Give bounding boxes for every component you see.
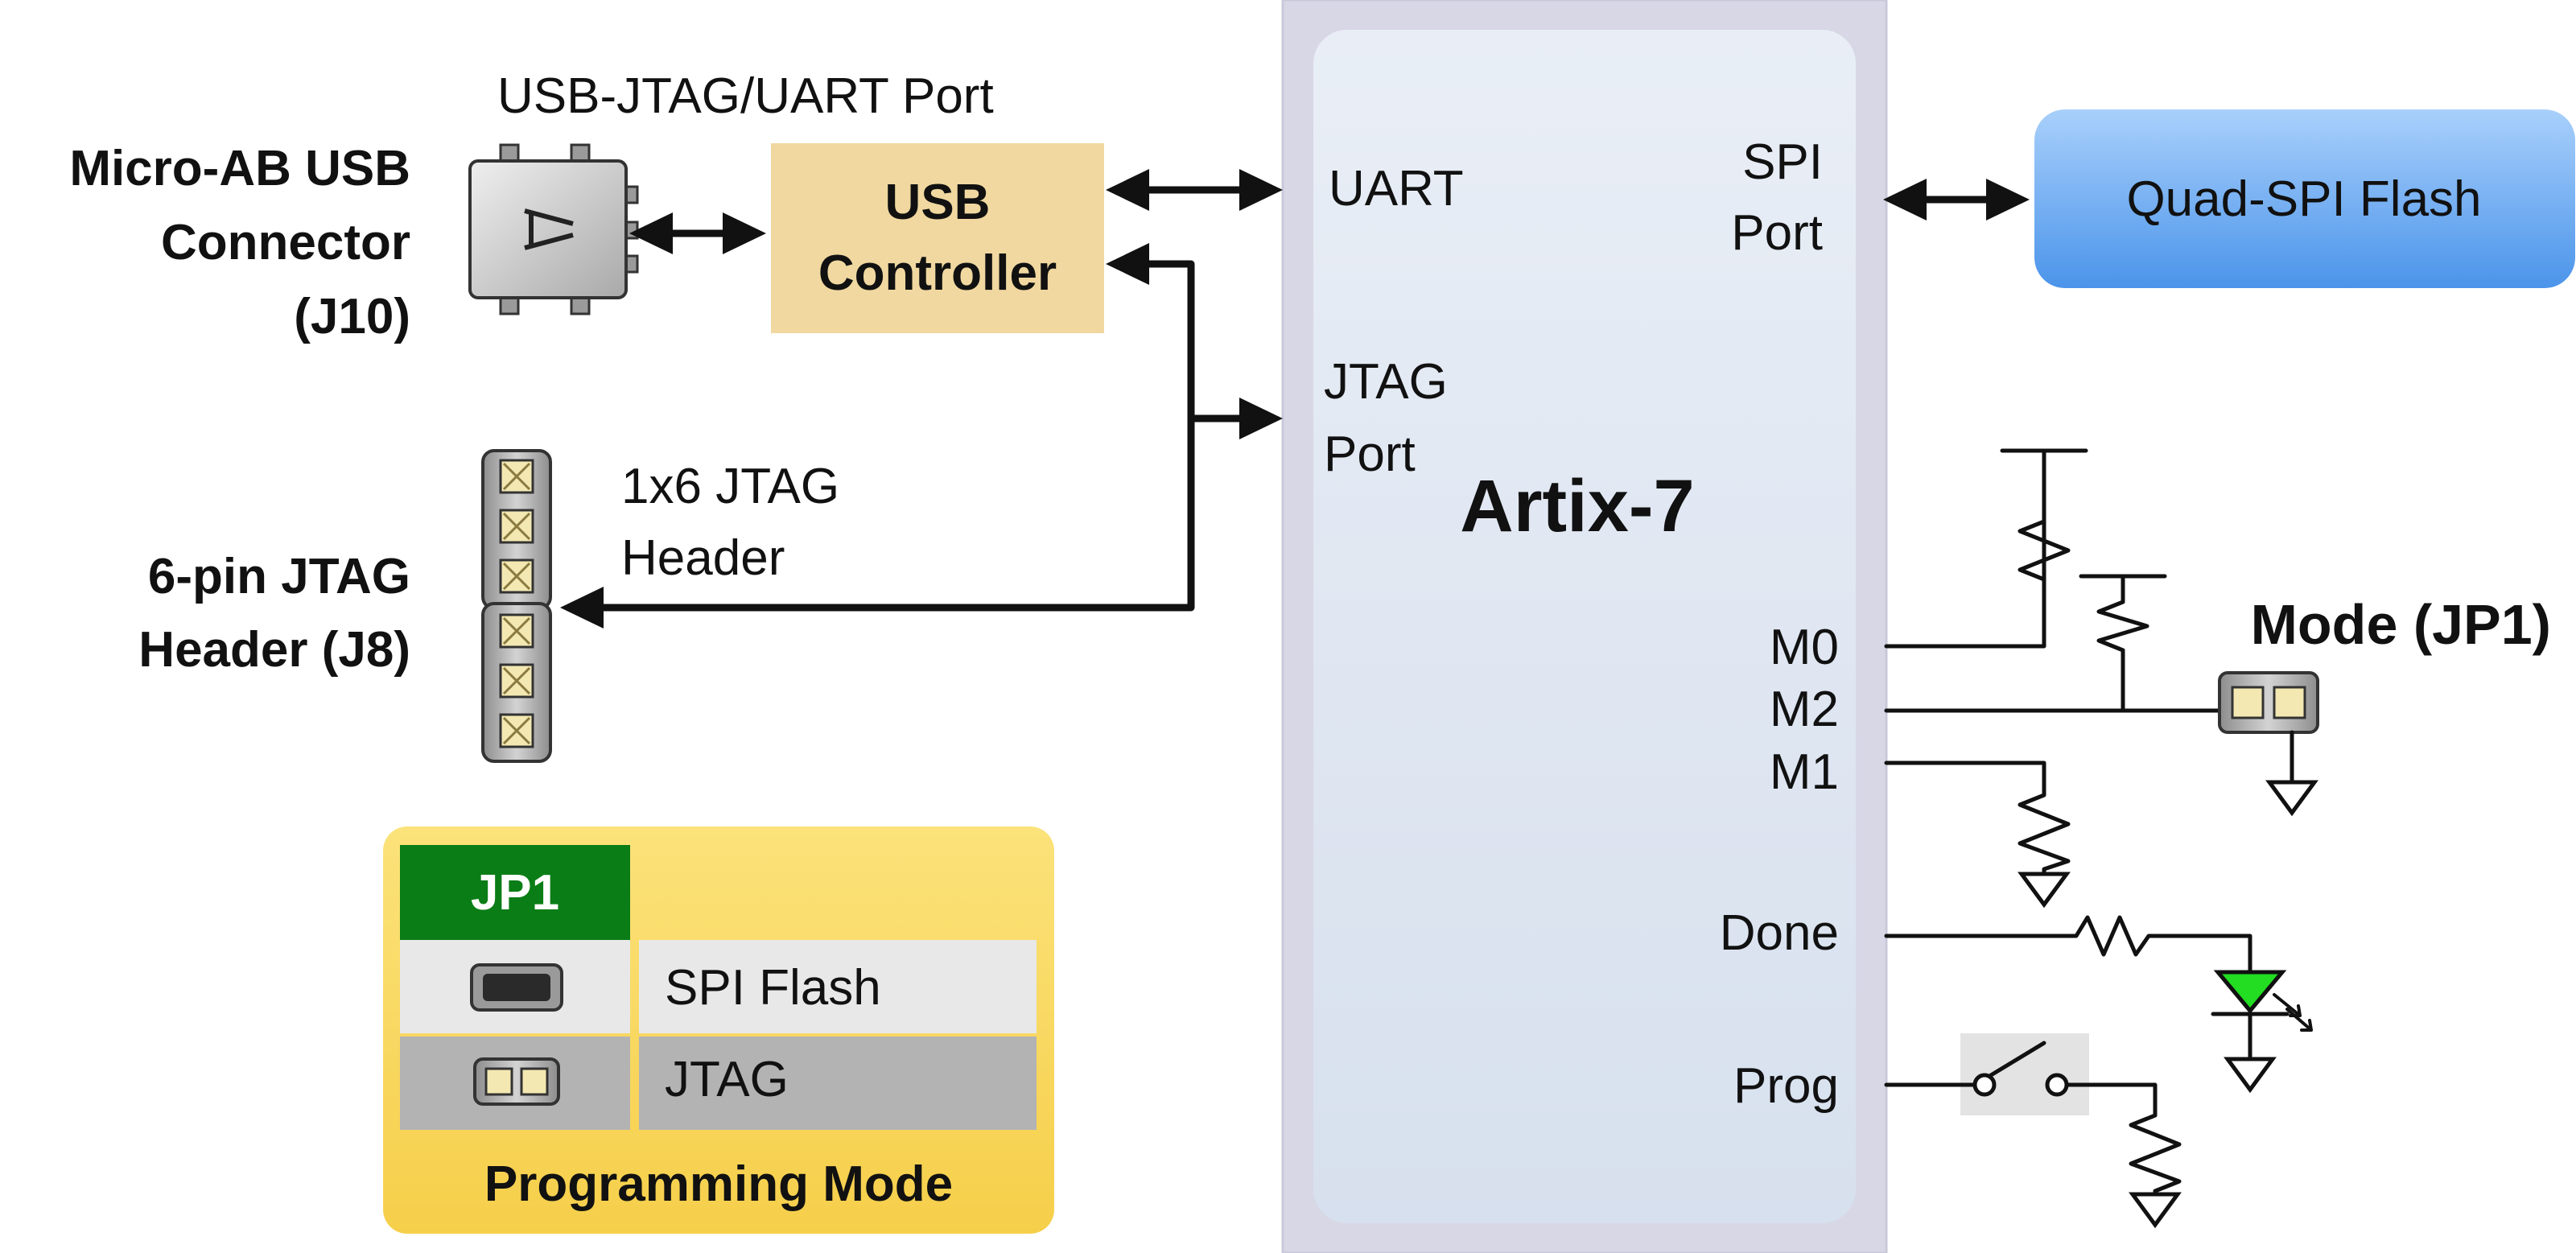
table-title: Programming Mode	[484, 1156, 953, 1212]
spi-port-label-2: Port	[1731, 205, 1823, 261]
micro-usb-connector-icon	[468, 143, 639, 315]
prog-button-circuit	[1884, 1033, 2182, 1229]
jtag-port-label-1: JTAG	[1324, 354, 1448, 410]
fpga-inner	[1313, 30, 1856, 1223]
flash-label: Quad-SPI Flash	[2126, 171, 2481, 227]
table-row-spi-flash-label: SPI Flash	[665, 960, 881, 1016]
jtag-port-label-2: Port	[1324, 427, 1416, 482]
micro-usb-label-2: Connector	[161, 215, 410, 270]
jtag-header-label: 6-pin JTAG Header (J8)	[138, 549, 410, 678]
six-pin-header-icon	[481, 449, 552, 763]
quad-spi-flash-box: Quad-SPI Flash	[2034, 109, 2575, 288]
usb-to-controller-arrow	[629, 212, 766, 254]
mode-pin-circuit	[1884, 448, 2319, 909]
pin-prog-label: Prog	[1733, 1058, 1839, 1114]
usb-controller-label-2: Controller	[818, 245, 1057, 301]
uart-label: UART	[1329, 161, 1464, 216]
header-1x6-label-2: Header	[621, 530, 785, 586]
micro-usb-label: Micro-AB USB Connector (J10)	[69, 141, 410, 344]
pin-m2-label: M2	[1770, 682, 1839, 737]
micro-usb-label-1: Micro-AB USB	[69, 141, 410, 196]
jtag-header-label-1: 6-pin JTAG	[148, 549, 410, 604]
jtag-header-label-2: Header (J8)	[138, 622, 410, 678]
flash-bg	[2034, 109, 2575, 288]
usb-controller-bg	[771, 143, 1104, 333]
shunted-jumper-icon	[470, 963, 563, 1012]
programming-mode-table: JP1 SPI Flash JTAG Programming Mode	[383, 826, 1054, 1234]
mode-jp1-label: Mode (JP1)	[2251, 593, 2551, 656]
controller-to-uart-arrow	[1106, 169, 1283, 211]
open-jumper-icon	[473, 1057, 560, 1106]
pin-m1-label: M1	[1770, 744, 1839, 800]
usb-controller-label-1: USB	[885, 175, 991, 230]
fpga-name: Artix-7	[1460, 465, 1694, 547]
table-row-jtag-label: JTAG	[665, 1052, 789, 1107]
pin-done-label: Done	[1720, 905, 1839, 961]
header-1x6-label-1: 1x6 JTAG	[621, 459, 839, 514]
table-header-label: JP1	[471, 865, 559, 921]
spi-arrow	[1883, 179, 2030, 221]
pin-m0-label: M0	[1770, 620, 1839, 675]
jtag-bus-arrows	[560, 243, 1283, 629]
led-icon	[2213, 970, 2287, 1014]
usb-controller-box: USB Controller	[771, 143, 1104, 333]
done-led-circuit	[1884, 915, 2313, 1094]
usb-port-label: USB-JTAG/UART Port	[497, 68, 994, 124]
table-header-cell	[400, 845, 630, 940]
spi-port-label-1: SPI	[1742, 134, 1823, 190]
micro-usb-label-3: (J10)	[294, 289, 410, 344]
fpga-block: UART JTAG Port SPI Port Artix-7 M0 M2 M1…	[1281, 0, 1888, 1253]
